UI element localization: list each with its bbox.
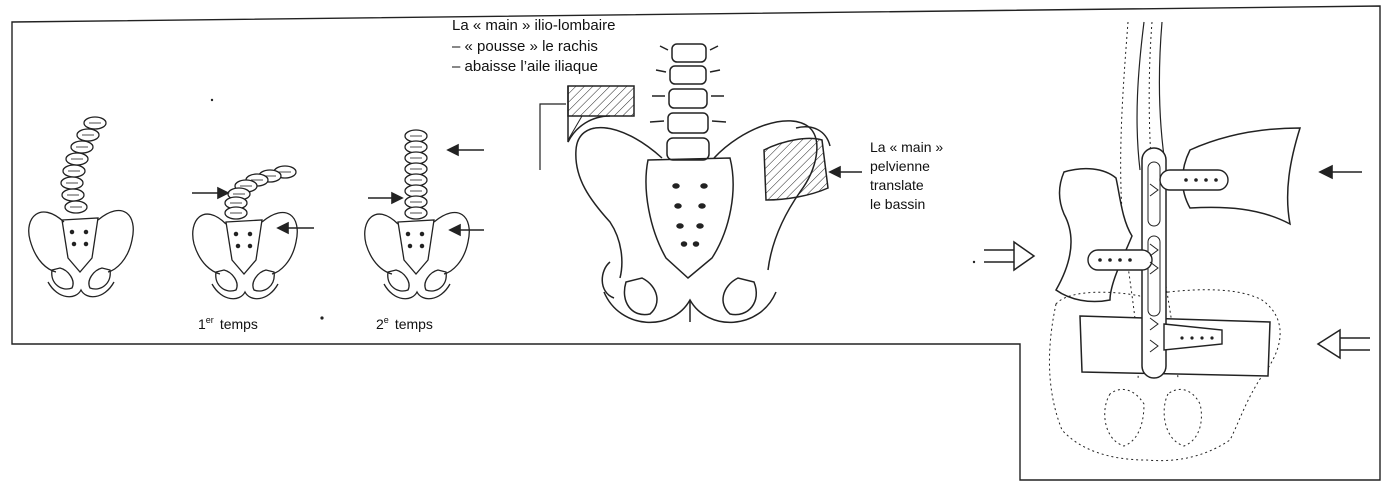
upper-arm xyxy=(1160,170,1228,190)
pelvic-hand-line4: le bassin xyxy=(870,196,925,212)
arrow-push-upper-right xyxy=(1320,166,1362,178)
ilio-lumbar-leader xyxy=(540,104,566,170)
pelvic-hand-line3: translate xyxy=(870,177,924,193)
pelvic-hand xyxy=(764,127,830,200)
figure-second-step xyxy=(365,130,470,299)
sacral-foramina xyxy=(673,184,707,246)
figure-first-step xyxy=(193,166,298,299)
right-obturator-large xyxy=(723,278,756,315)
ilio-lumbar-title: La « main » ilio-lombaire xyxy=(452,17,615,34)
arrow-left-push-second xyxy=(368,193,402,203)
left-ilium xyxy=(576,128,662,278)
arrow-left-push-first xyxy=(192,188,228,198)
arrow-hollow-right xyxy=(1318,330,1370,358)
figure-brace-device xyxy=(1049,22,1300,461)
pelvic-hand-line1: La « main » xyxy=(870,139,943,155)
spine-second-step xyxy=(405,130,427,219)
spine-first-step xyxy=(225,166,296,219)
ilio-lumbar-line3: – abaisse l’aile iliaque xyxy=(452,58,598,75)
arrow-pelvic-hand xyxy=(830,167,862,177)
pubic-arch xyxy=(48,282,114,297)
pelvic-hand-line2: pelvienne xyxy=(870,158,930,174)
curved-spine xyxy=(61,117,106,213)
figure-initial-pelvis xyxy=(29,117,134,297)
lumbar-vertebrae xyxy=(650,44,726,160)
left-obturator-large xyxy=(624,278,657,315)
arrow-top-push-second xyxy=(448,145,484,155)
pelvic-inner-dotted xyxy=(1105,389,1202,446)
right-iliac-wing xyxy=(98,211,133,272)
arrow-right-push-second xyxy=(450,225,484,235)
sacrum xyxy=(62,218,98,272)
ilio-lumbar-line2: – « pousse » le rachis xyxy=(452,38,598,55)
sacrum-large xyxy=(646,158,733,278)
arrow-hollow-left xyxy=(984,242,1034,270)
right-obturator xyxy=(89,268,110,289)
left-iliac-wing xyxy=(29,212,64,272)
